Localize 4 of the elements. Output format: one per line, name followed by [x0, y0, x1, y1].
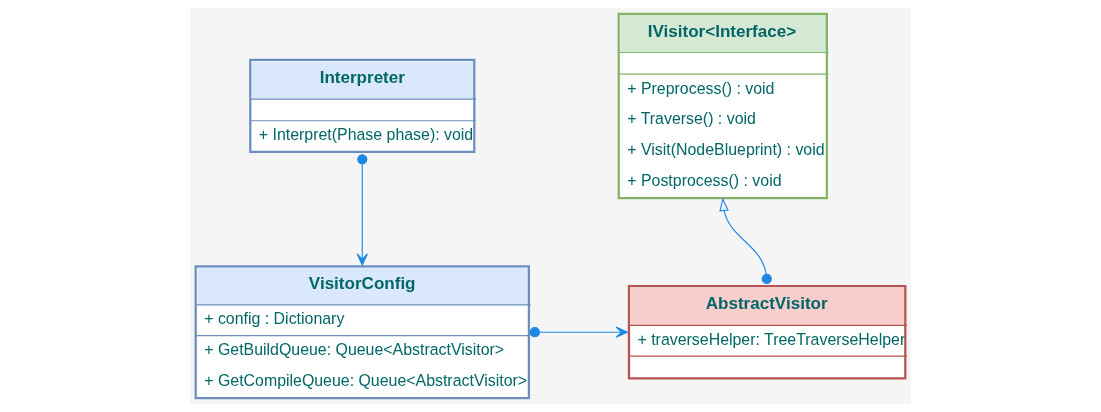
node-text: Interpreter + Interpret(Phase phase): void: [258, 68, 474, 144]
arrow: [356, 154, 368, 266]
arrow: [529, 326, 629, 338]
arrow: [719, 197, 772, 284]
